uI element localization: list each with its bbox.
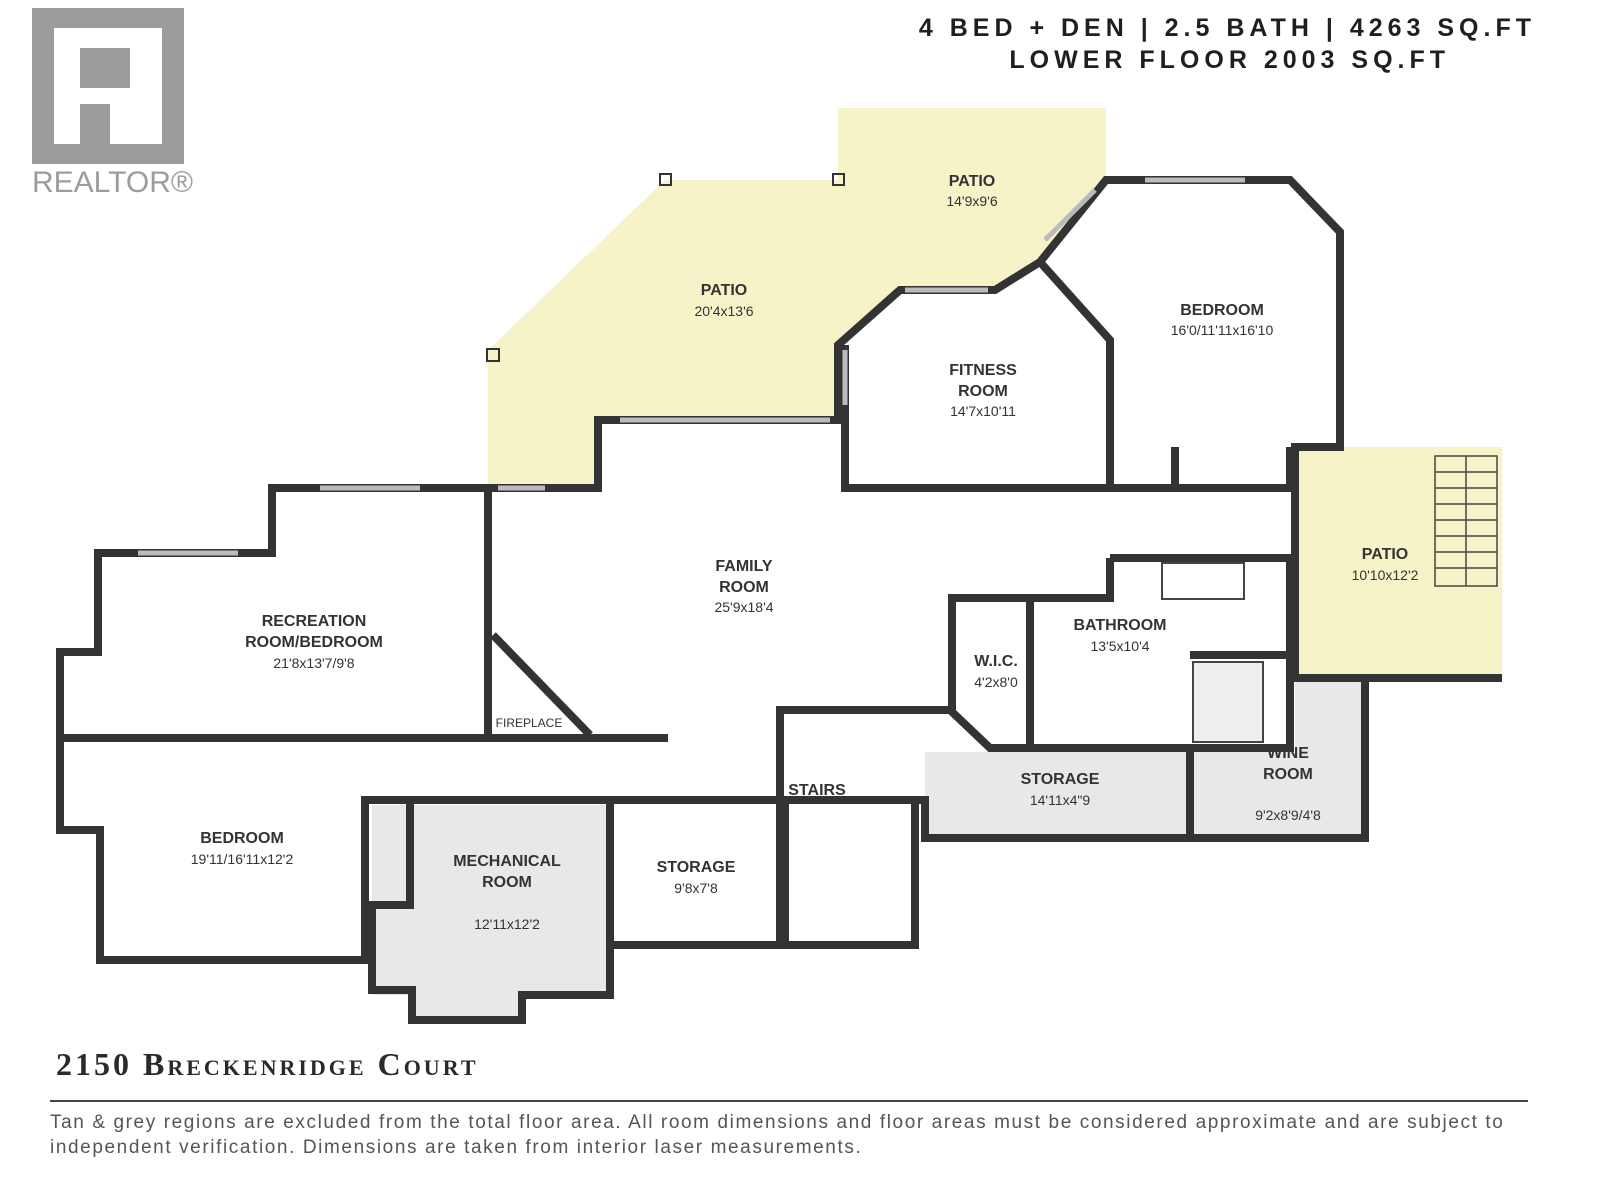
room-patio-upper-right: PATIO 14'9x9'6: [946, 173, 997, 209]
room-dims: 25'9x18'4: [714, 599, 773, 615]
room-storage-right: STORAGE 14'11x4"9: [1021, 771, 1100, 808]
room-name: STORAGE: [1021, 771, 1100, 788]
room-wic: W.I.C. 4'2x8'0: [974, 653, 1018, 690]
realtor-r-icon: [32, 8, 184, 164]
room-storage-center: STORAGE 9'8x7'8: [657, 859, 736, 896]
summary-line: 4 BED + DEN | 2.5 BATH | 4263 SQ.FT: [918, 14, 1536, 42]
room-name: PATIO: [1362, 546, 1409, 563]
room-name: W.I.C.: [974, 653, 1018, 670]
room-name: STAIRS: [788, 782, 846, 799]
room-dims: 9'8x7'8: [674, 880, 718, 896]
room-dims: 21'8x13'7/9'8: [273, 655, 354, 671]
divider: [50, 1100, 1528, 1102]
room-dims: 10'10x12'2: [1352, 567, 1419, 583]
room-dims: 14'7x10'11: [950, 403, 1016, 419]
room-bathroom: BATHROOM 13'5x10'4: [1073, 617, 1166, 654]
vanity: [1161, 562, 1245, 600]
room-dims: 19'11/16'11x12'2: [191, 851, 294, 867]
room-name: STORAGE: [657, 859, 736, 876]
room-patio-upper: PATIO 20'4x13'6: [694, 282, 753, 319]
room-dims: 16'0/11'11x16'10: [1171, 322, 1274, 338]
room-name: BEDROOM: [1180, 302, 1264, 319]
room-name: BEDROOM: [200, 830, 284, 847]
room-name: BATHROOM: [1073, 617, 1166, 634]
room-bedroom-right: BEDROOM 16'0/11'11x16'10: [1171, 302, 1274, 338]
room-dims: 13'5x10'4: [1090, 638, 1149, 654]
room-dims: 20'4x13'6: [694, 303, 753, 319]
disclaimer: Tan & grey regions are excluded from the…: [50, 1112, 1505, 1158]
realtor-logo: REALTOR®: [32, 8, 200, 200]
room-patio-right: PATIO 10'10x12'2: [1352, 546, 1419, 583]
floor-area-line: LOWER FLOOR 2003 SQ.FT: [1009, 46, 1450, 74]
windows: [138, 177, 1245, 556]
room-dims: 9'2x8'9/4'8: [1255, 807, 1321, 823]
patio-stairs: [1434, 455, 1498, 587]
patio-posts: [486, 173, 845, 362]
room-name: PATIO: [701, 282, 748, 299]
property-address: 2150 Breckenridge Court: [56, 1046, 479, 1082]
stairs: STAIRS: [788, 782, 846, 799]
room-dims: 12'11x12'2: [474, 916, 540, 932]
room-name: FIREPLACE: [496, 716, 563, 730]
room-bedroom-left: BEDROOM 19'11/16'11x12'2: [191, 830, 294, 867]
room-name: PATIO: [949, 173, 996, 190]
shower: [1192, 661, 1264, 743]
mechanical-area: [372, 805, 608, 1020]
storage-wine-area: [925, 678, 1365, 838]
realtor-wordmark: REALTOR®: [32, 166, 194, 199]
patio-area-upper: [488, 108, 1106, 488]
room-dims: 14'11x4"9: [1030, 792, 1091, 808]
room-dims: 14'9x9'6: [946, 193, 997, 209]
room-dims: 4'2x8'0: [974, 674, 1018, 690]
fireplace: FIREPLACE: [496, 716, 563, 730]
